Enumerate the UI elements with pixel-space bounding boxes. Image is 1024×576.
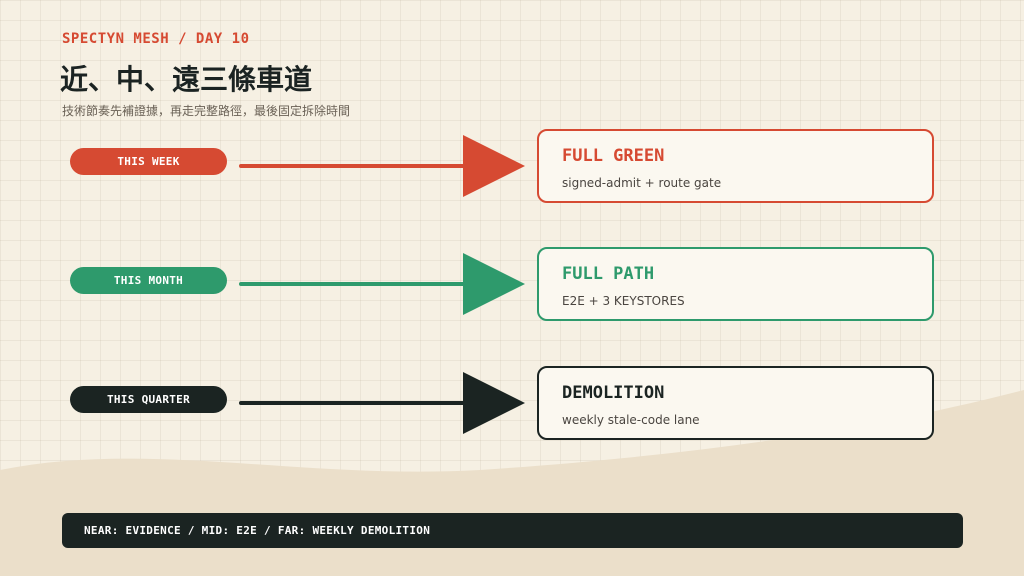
card-subtitle: E2E + 3 KEYSTORES: [562, 294, 685, 308]
footer-bar: NEAR: EVIDENCE / MID: E2E / FAR: WEEKLY …: [62, 513, 963, 548]
pill-this-week: THIS WEEK: [70, 148, 227, 175]
arrow-this-week: [239, 135, 525, 197]
card-full-green: FULL GREEN signed-admit + route gate: [537, 129, 934, 203]
card-title: FULL GREEN: [562, 146, 665, 166]
pill-this-quarter: THIS QUARTER: [70, 386, 227, 413]
arrow-this-quarter: [239, 372, 525, 434]
card-subtitle: signed-admit + route gate: [562, 176, 722, 190]
page-title: 近、中、遠三條車道: [60, 63, 313, 96]
card-title: DEMOLITION: [562, 383, 665, 403]
eyebrow-label: SPECTYN MESH / DAY 10: [62, 31, 250, 47]
card-full-path: FULL PATH E2E + 3 KEYSTORES: [537, 247, 934, 321]
card-title: FULL PATH: [562, 264, 655, 284]
arrow-this-month: [239, 253, 525, 315]
footer-text: NEAR: EVIDENCE / MID: E2E / FAR: WEEKLY …: [84, 524, 431, 537]
card-demolition: DEMOLITION weekly stale-code lane: [537, 366, 934, 440]
page-subtitle: 技術節奏先補證據，再走完整路徑，最後固定拆除時間: [62, 104, 351, 118]
pill-this-month: THIS MONTH: [70, 267, 227, 294]
card-subtitle: weekly stale-code lane: [562, 413, 700, 427]
